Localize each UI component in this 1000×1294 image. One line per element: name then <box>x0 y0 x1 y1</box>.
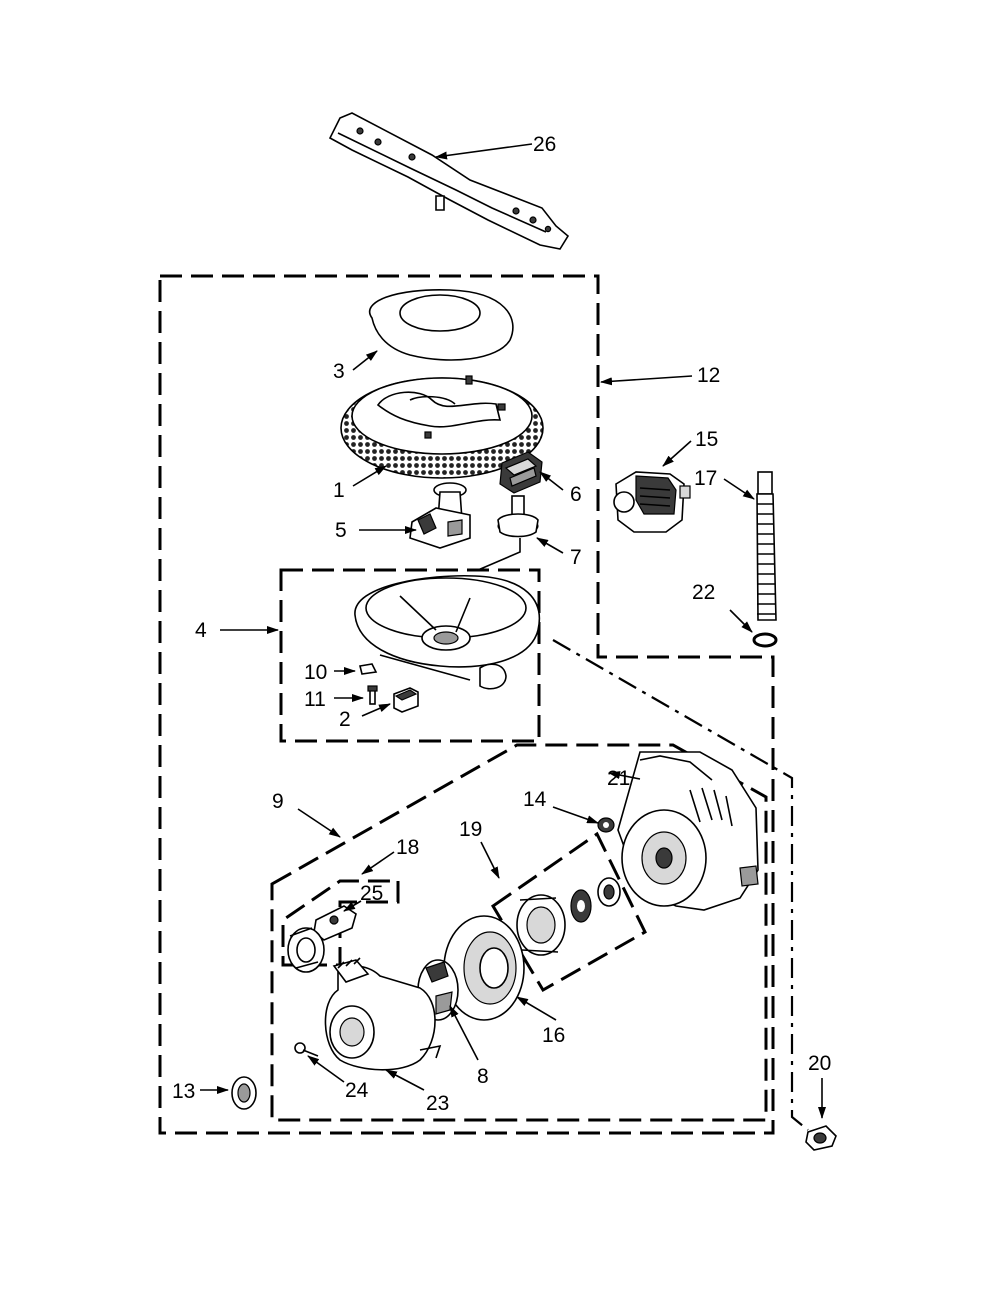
callout-21: 21 <box>607 767 630 790</box>
callout-6: 6 <box>570 483 582 506</box>
part-23-pump-housing <box>324 957 442 1071</box>
part-7-chopper <box>497 495 539 538</box>
callout-4: 4 <box>195 619 207 642</box>
part-22-clamp <box>752 632 778 648</box>
part-11-screw <box>367 685 378 705</box>
part-17-drain-hose <box>756 471 777 621</box>
callout-3: 3 <box>333 360 345 383</box>
callout-5: 5 <box>335 519 347 542</box>
callout-22: 22 <box>692 581 715 604</box>
callout-18: 18 <box>396 836 419 859</box>
part-18-adapter <box>287 927 325 973</box>
callout-16: 16 <box>542 1024 565 1047</box>
callout-11: 11 <box>304 688 326 711</box>
part-5-float-assembly <box>409 482 471 549</box>
part-25-gasket <box>313 905 357 941</box>
callout-2: 2 <box>339 708 351 731</box>
part-14-washer <box>597 817 615 833</box>
drain-valve-connector-line <box>477 538 521 571</box>
group-12-boundary <box>158 274 775 1135</box>
callout-10: 10 <box>304 661 327 684</box>
part-21-motor <box>617 751 759 911</box>
pump-to-drain-dashdot-line <box>552 639 809 1131</box>
callout-15: 15 <box>695 428 718 451</box>
part-16-gasket <box>443 915 525 1021</box>
callout-9: 9 <box>272 790 284 813</box>
part-10-clip <box>359 663 378 675</box>
callout-7: 7 <box>570 546 582 569</box>
part-19-impeller-seal <box>516 877 621 956</box>
part-6-sensor <box>499 451 543 494</box>
part-20-check-valve <box>805 1125 837 1151</box>
leader-lines <box>200 143 826 1119</box>
part-24-screw <box>294 1042 319 1057</box>
group-19-boundary <box>490 831 647 993</box>
part-1-filter <box>340 375 544 479</box>
callout-20: 20 <box>808 1052 831 1075</box>
callout-12: 12 <box>697 364 720 387</box>
callout-17: 17 <box>694 467 717 490</box>
callout-26: 26 <box>533 133 556 156</box>
part-13-seal <box>231 1076 257 1110</box>
part-15-drain-pump <box>613 471 691 533</box>
callout-23: 23 <box>426 1092 449 1115</box>
group-4-boundary <box>279 568 541 743</box>
callout-25: 25 <box>360 882 383 905</box>
part-26-wash-arm <box>328 112 570 250</box>
callout-13: 13 <box>172 1080 195 1103</box>
part-4-sump-housing <box>354 574 541 690</box>
group-9-boundary <box>270 743 768 1122</box>
callout-19: 19 <box>459 818 482 841</box>
callout-14: 14 <box>523 788 547 811</box>
part-2-connector <box>393 687 419 713</box>
callout-1: 1 <box>333 479 345 502</box>
callout-labels: 26 3 12 15 1 6 17 5 7 22 4 10 11 2 21 9 … <box>172 133 831 1115</box>
callout-8: 8 <box>477 1065 489 1088</box>
callout-24: 24 <box>345 1079 369 1102</box>
part-3-filter-cover <box>369 289 514 361</box>
